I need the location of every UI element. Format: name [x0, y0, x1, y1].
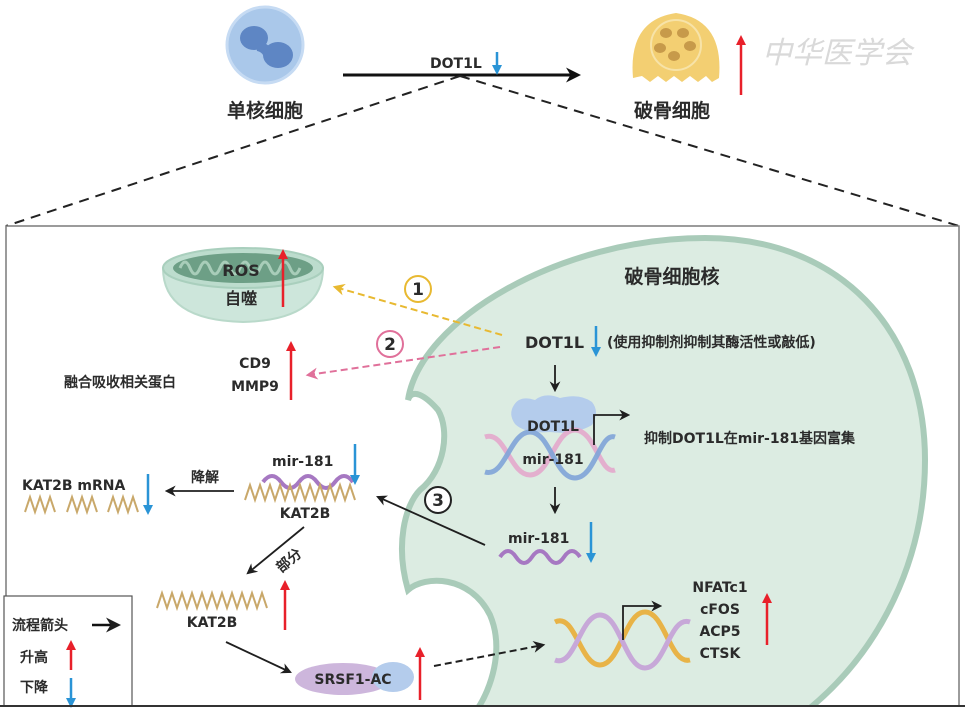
dot1l-inhibition-note: (使用抑制剂抑制其酶活性或敲低): [607, 334, 816, 351]
legend-box: [3, 595, 133, 707]
acetylation-arrow: [225, 641, 292, 674]
splicing-activation-arrow: [433, 640, 546, 667]
pathway-3-badge: [424, 486, 452, 514]
srsf1-protein: [295, 663, 391, 695]
protein-cd9: CD9: [239, 356, 271, 372]
legend-down-label: 下降: [20, 679, 49, 696]
dot1l-dna-complex: [484, 395, 616, 481]
legend-up-label: 升高: [20, 649, 48, 666]
nuclear-mir181-label: mir-181: [508, 531, 569, 547]
target-gene-list: NFATc1 cFOS ACP5 CTSK: [692, 580, 747, 662]
gene-ctsk: CTSK: [700, 646, 742, 662]
transcription-start-arrow: [593, 409, 631, 445]
pathway-1-badge: [404, 275, 432, 303]
complex-gene-label: mir-181: [522, 452, 583, 468]
monocyte-label: 单核细胞: [227, 99, 303, 122]
protein-mmp9: MMP9: [231, 379, 279, 395]
kat2b-mrna-fragments: [24, 493, 139, 516]
partial-arrow: [246, 526, 305, 575]
transition-dot1l-label: DOT1L: [430, 56, 482, 72]
kat2b-mrna-label: KAT2B mRNA: [22, 478, 126, 494]
gene-acp5: ACP5: [699, 624, 740, 640]
monocyte-cell: [225, 5, 305, 85]
mitochondrion: [161, 247, 325, 324]
pathway-2-number: 2: [384, 335, 396, 355]
mir181-strand: [498, 549, 582, 565]
pathway-3-number: 3: [432, 491, 444, 511]
gene-nfatc1: NFATc1: [692, 580, 747, 596]
cyto-mir181-label: mir-181: [272, 454, 333, 470]
osteoclast-cell: [632, 13, 720, 82]
complex-protein-label: DOT1L: [527, 419, 579, 435]
pathway-2-badge: [376, 330, 404, 358]
pathway-3-arrow: [376, 495, 486, 546]
gene-cfos: cFOS: [700, 602, 740, 618]
acetyl-group: [372, 662, 414, 692]
ros-label: ROS: [222, 261, 259, 280]
autophagy-label: 自噬: [225, 289, 257, 308]
watermark: 中华医学会: [762, 36, 915, 71]
transcription-start-arrow: [622, 600, 663, 640]
legend-flow-label: 流程箭头: [12, 617, 68, 634]
osteoclast-nucleus: [399, 234, 929, 706]
srsf1-label: SRSF1-AC: [314, 672, 391, 688]
kat2b-mrna-bound: [244, 481, 356, 504]
mir181-strand: [261, 474, 355, 490]
kat2b-mrna-free: [156, 589, 268, 612]
zoom-guide-left: [5, 75, 461, 227]
kat2b-bound-label: KAT2B: [280, 506, 331, 522]
fusion-protein-label: 融合吸收相关蛋白: [64, 374, 176, 391]
degrade-label: 降解: [191, 469, 219, 486]
kat2b-free-label: KAT2B: [187, 615, 238, 631]
enrichment-note: 抑制DOT1L在mir-181基因富集: [644, 430, 856, 447]
nucleus-dot1l-label: DOT1L: [525, 333, 584, 352]
nucleus-title: 破骨细胞核: [624, 265, 719, 288]
zoom-guide-right: [459, 75, 960, 227]
pathway-1-number: 1: [412, 280, 424, 300]
osteoclast-label: 破骨细胞: [634, 99, 710, 122]
pathway-1-arrow: [332, 283, 503, 336]
